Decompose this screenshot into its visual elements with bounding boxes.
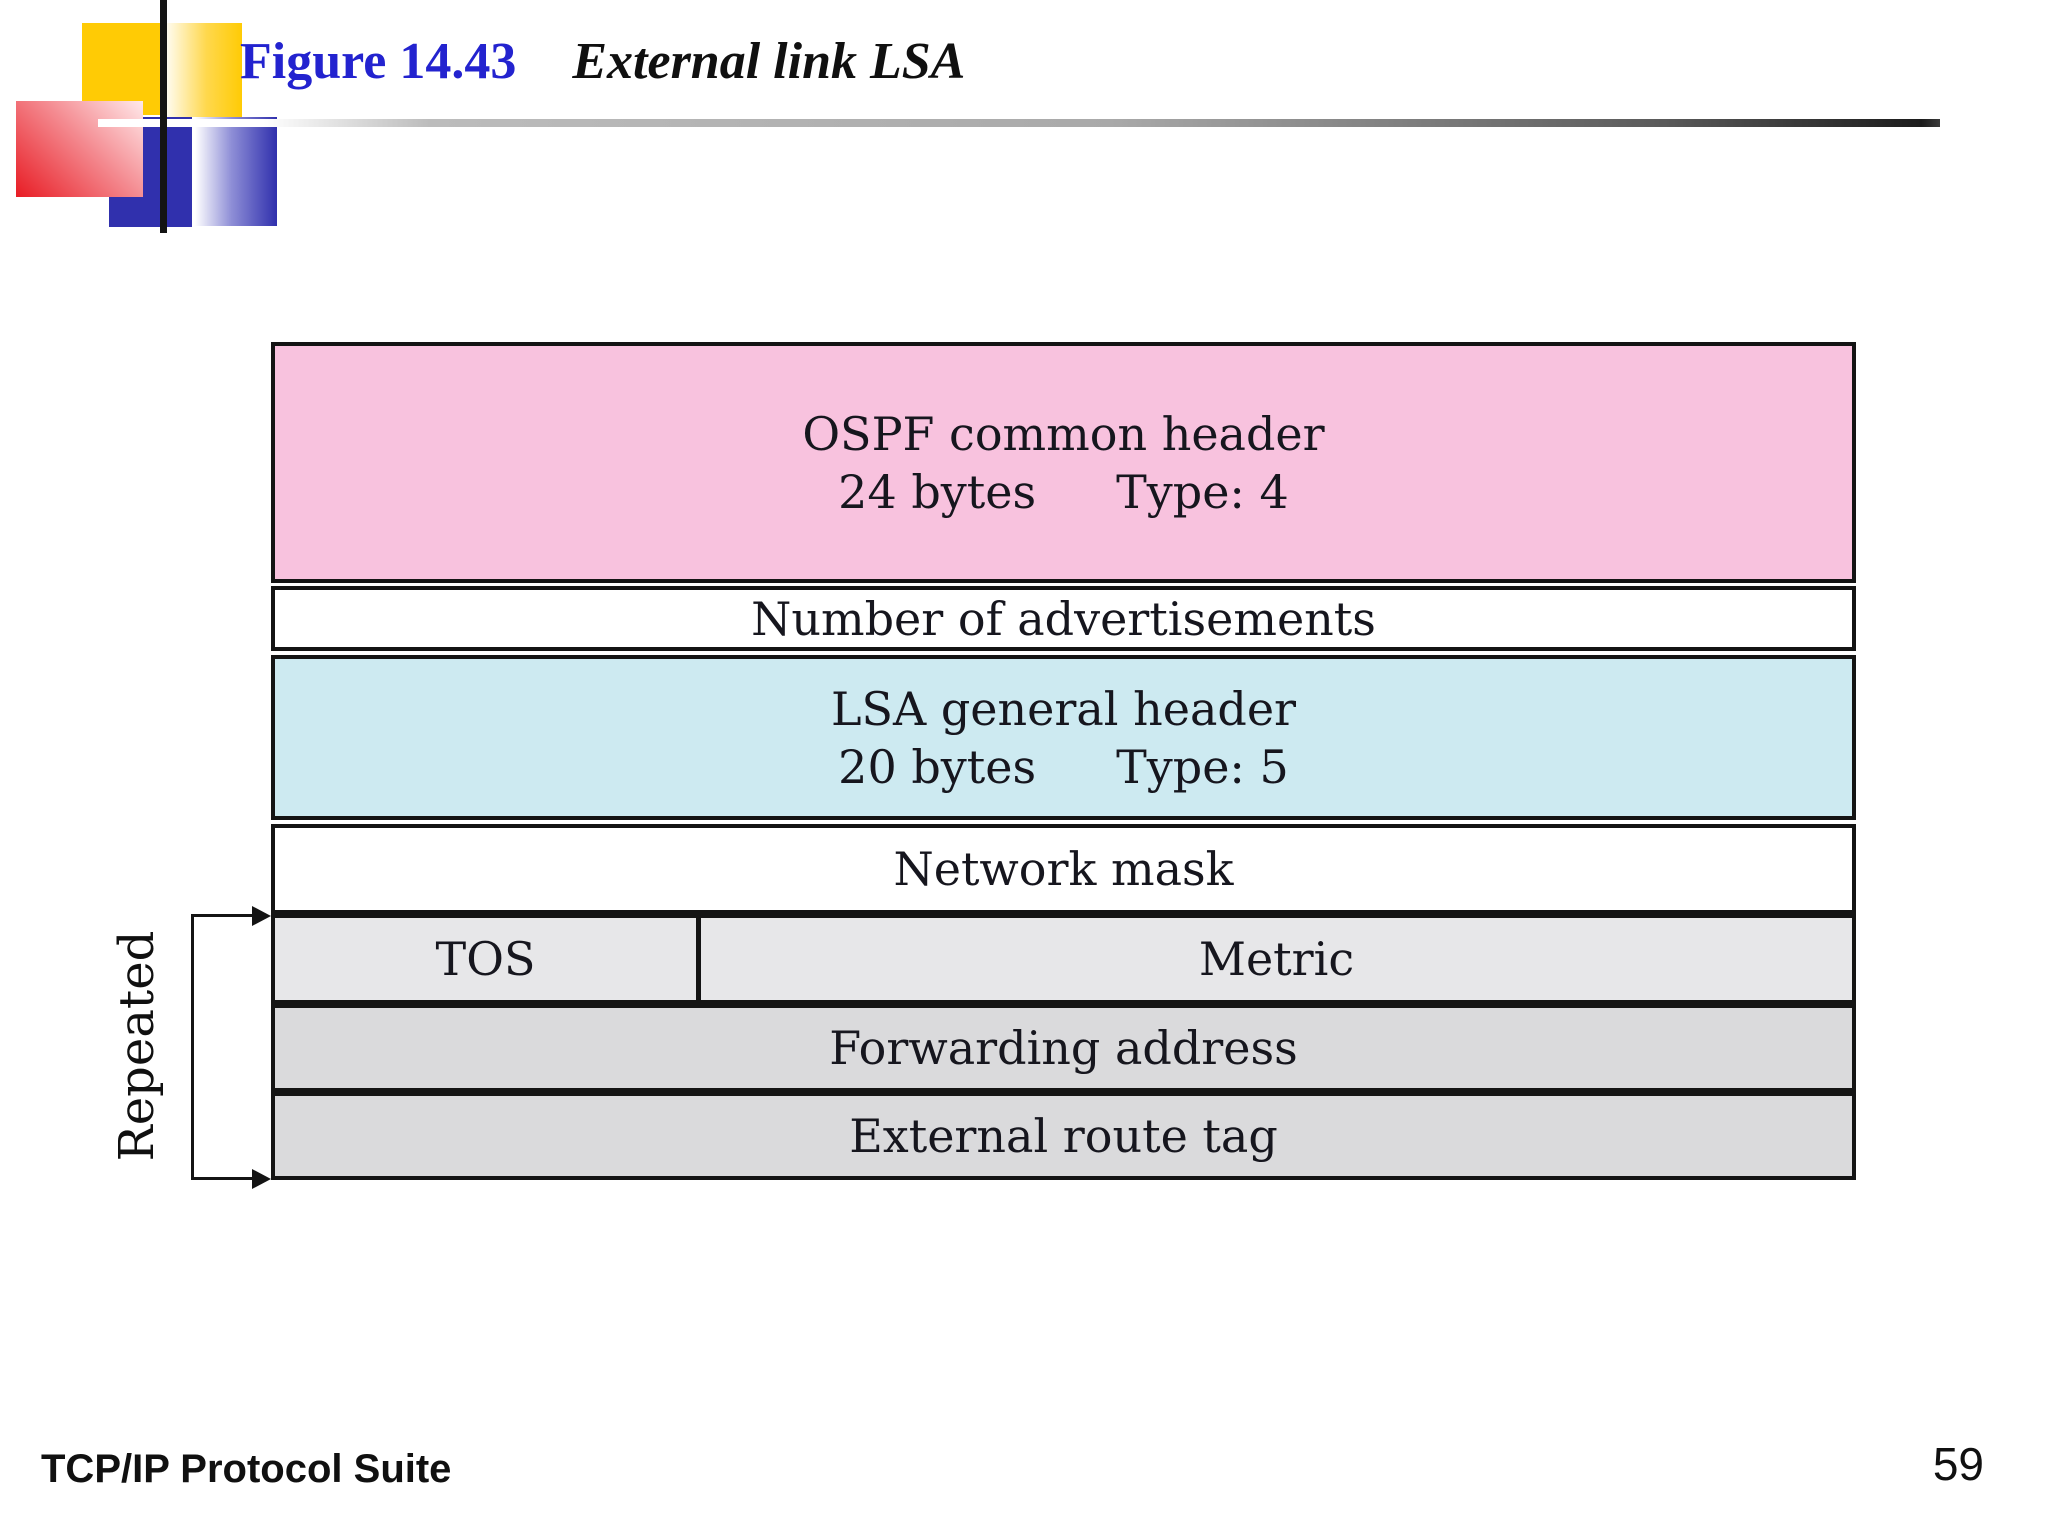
row-bytes: 24 bytes — [838, 464, 1037, 519]
row-ospf-common-header: OSPF common header 24 bytes Type: 4 — [271, 342, 1856, 583]
decoration-vertical-line — [160, 0, 167, 233]
figure-number: Figure 14.43 — [240, 33, 517, 90]
cell-tos: TOS — [275, 918, 701, 1000]
row-type: Type: 5 — [1116, 739, 1289, 794]
row-lsa-general-header: LSA general header 20 bytes Type: 5 — [271, 655, 1856, 820]
figure-title: Figure 14.43 External link LSA — [240, 30, 965, 94]
repeat-arrow-bottom-icon — [252, 1169, 271, 1189]
row-subtitle: 20 bytes Type: 5 — [838, 738, 1289, 796]
row-title: Network mask — [893, 842, 1234, 896]
row-number-of-advertisements: Number of advertisements — [271, 586, 1856, 651]
cell-metric: Metric — [1198, 932, 1355, 986]
row-tos-metric: TOS Metric — [271, 914, 1856, 1004]
repeat-bracket-bottom-line — [191, 1177, 252, 1180]
row-network-mask: Network mask — [271, 824, 1856, 914]
decoration-red-gradient-square — [16, 101, 143, 197]
decoration-blue-gradient-square — [195, 117, 277, 226]
repeat-bracket-top-line — [191, 914, 252, 917]
repeat-arrow-top-icon — [252, 906, 271, 926]
row-title: Forwarding address — [829, 1021, 1298, 1075]
row-title: Number of advertisements — [751, 591, 1376, 646]
row-bytes: 20 bytes — [838, 739, 1037, 794]
repeat-bracket-vertical-line — [191, 914, 194, 1180]
figure-caption: External link LSA — [572, 33, 966, 90]
row-forwarding-address: Forwarding address — [271, 1004, 1856, 1092]
title-horizontal-rule — [98, 119, 1940, 127]
row-external-route-tag: External route tag — [271, 1092, 1856, 1180]
decoration-yellow-gradient-square — [163, 23, 242, 117]
row-type: Type: 4 — [1116, 464, 1289, 519]
page-number: 59 — [1932, 1438, 1984, 1490]
row-subtitle: 24 bytes Type: 4 — [838, 463, 1289, 521]
decoration-yellow-square — [82, 23, 163, 115]
row-title: External route tag — [849, 1109, 1278, 1163]
row-title: OSPF common header — [802, 406, 1325, 461]
repeated-label: Repeated — [109, 930, 165, 1162]
row-title: LSA general header — [830, 681, 1297, 736]
book-title: TCP/IP Protocol Suite — [41, 1447, 452, 1491]
